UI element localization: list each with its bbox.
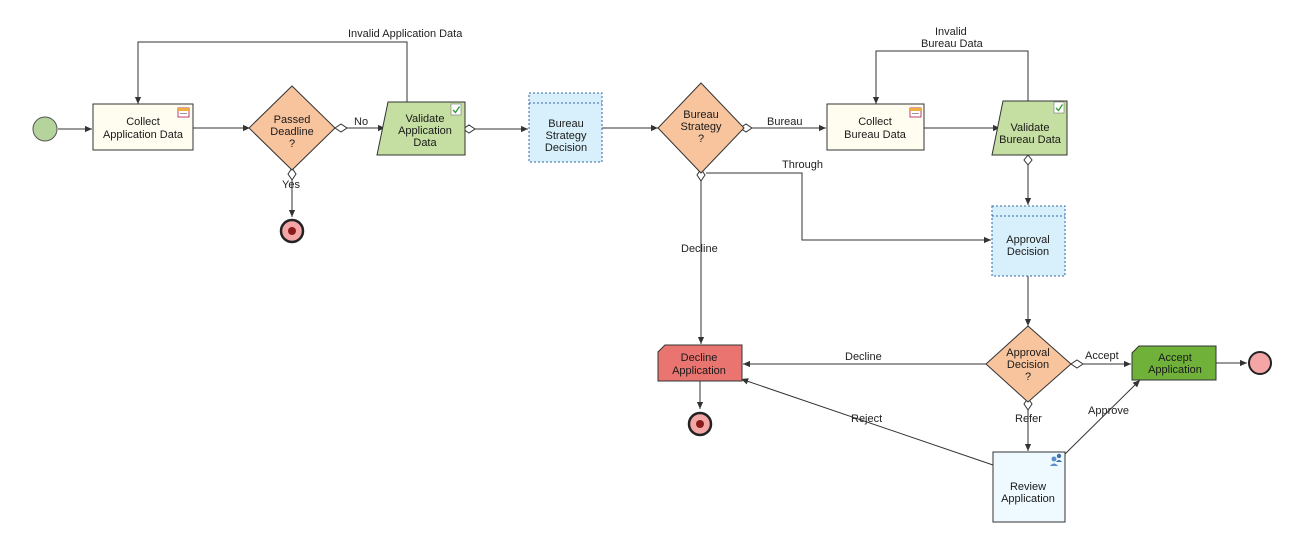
gateway-label: Deadline <box>270 126 313 138</box>
end-event-final[interactable] <box>1248 351 1272 375</box>
task-label: Data <box>413 137 437 149</box>
rule-bureau-strategy-decision[interactable]: Bureau Strategy Decision <box>528 92 603 163</box>
task-label: Application <box>1148 364 1202 376</box>
task-review-application[interactable]: Review Application <box>992 451 1066 523</box>
rule-label: Strategy <box>546 130 587 142</box>
form-icon <box>909 107 922 118</box>
end-event[interactable] <box>687 411 713 437</box>
edge-labels: Invalid Application Data No Yes Bureau T… <box>282 26 1129 425</box>
task-label: Application <box>672 365 726 377</box>
gateway-label: Decision <box>1007 359 1049 371</box>
edge-label-decline-1: Decline <box>681 243 718 255</box>
edge-bs-through <box>706 172 991 244</box>
gateway-label: Passed <box>274 114 311 126</box>
task-label: Decline <box>681 352 718 364</box>
task-validate-application-data[interactable]: Validate Application Data <box>376 101 466 156</box>
task-label: Collect <box>858 116 892 128</box>
edge-review-approve <box>1063 379 1141 456</box>
edge-label-through: Through <box>782 159 823 171</box>
task-label: Application Data <box>103 129 184 141</box>
task-label: Application <box>398 125 452 137</box>
edge-label-accept: Accept <box>1085 350 1119 362</box>
edge-label-no: No <box>354 116 368 128</box>
task-validate-bureau-data[interactable]: Validate Bureau Data <box>991 100 1068 156</box>
edges <box>58 41 1247 466</box>
edge-label-reject: Reject <box>851 413 882 425</box>
gateway-passed-deadline[interactable]: Passed Deadline ? <box>248 85 336 171</box>
gateway-label: ? <box>1025 371 1031 383</box>
rule-label: Bureau <box>548 118 583 130</box>
task-label: Collect <box>126 116 160 128</box>
task-label: Bureau Data <box>999 134 1062 146</box>
edge-invalid-bureau-data <box>872 50 1029 104</box>
conditional-marker <box>739 123 753 133</box>
edge-markers <box>287 123 1084 411</box>
form-icon <box>177 107 190 118</box>
check-icon <box>1053 101 1065 114</box>
conditional-marker <box>462 124 476 134</box>
task-label: Bureau Data <box>844 129 907 141</box>
check-icon <box>450 103 462 116</box>
users-icon <box>1050 453 1062 466</box>
gateway-label: Strategy <box>681 121 722 133</box>
edge-label-yes: Yes <box>282 179 300 191</box>
edge-label-invalid-app-data: Invalid Application Data <box>348 28 463 40</box>
conditional-marker <box>1070 359 1084 369</box>
edge-label-invalid-bureau-2: Bureau Data <box>921 38 984 50</box>
gateway-label: ? <box>698 133 704 145</box>
gateway-label: ? <box>289 138 295 150</box>
edge-label-bureau: Bureau <box>767 116 802 128</box>
conditional-marker <box>1023 397 1033 411</box>
task-label: Validate <box>406 113 445 125</box>
edge-invalid-app-data <box>134 41 408 104</box>
rule-label: Approval <box>1006 234 1049 246</box>
end-event[interactable] <box>279 218 305 244</box>
rule-approval-decision[interactable]: Approval Decision <box>991 205 1066 277</box>
rule-label: Decision <box>1007 246 1049 258</box>
start-event[interactable] <box>32 116 58 142</box>
edge-label-decline-2: Decline <box>845 351 882 363</box>
task-label: Application <box>1001 493 1055 505</box>
gateway-approval-decision[interactable]: Approval Decision ? <box>985 325 1072 403</box>
edge-label-approve: Approve <box>1088 405 1129 417</box>
conditional-marker <box>696 168 706 182</box>
conditional-marker <box>1023 154 1033 166</box>
task-collect-bureau-data[interactable]: Collect Bureau Data <box>826 103 925 151</box>
task-accept-application[interactable]: Accept Application <box>1131 345 1217 381</box>
edge-label-refer: Refer <box>1015 413 1042 425</box>
task-label: Validate <box>1011 122 1050 134</box>
task-label: Review <box>1010 481 1046 493</box>
rule-label: Decision <box>545 142 587 154</box>
edge-label-invalid-bureau-1: Invalid <box>935 26 967 38</box>
edge-review-reject <box>740 378 994 466</box>
task-label: Accept <box>1158 352 1192 364</box>
task-collect-application-data[interactable]: Collect Application Data <box>92 103 194 151</box>
gateway-bureau-strategy[interactable]: Bureau Strategy ? <box>657 82 745 174</box>
gateway-label: Bureau <box>683 109 718 121</box>
task-decline-application[interactable]: Decline Application <box>657 344 743 382</box>
conditional-marker <box>287 167 297 181</box>
gateway-label: Approval <box>1006 347 1049 359</box>
conditional-marker <box>334 123 348 133</box>
